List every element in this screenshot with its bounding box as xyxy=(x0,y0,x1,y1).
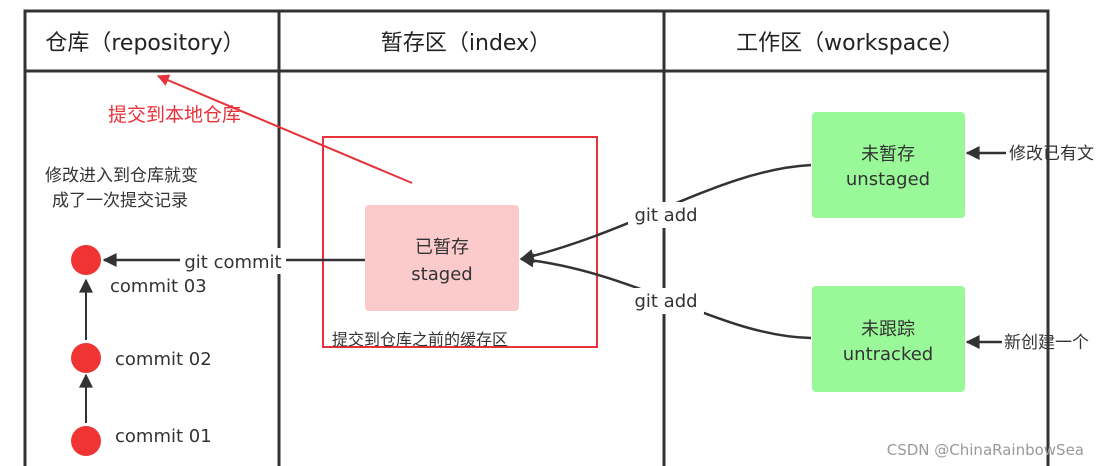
repo-note-line1: 修改进入到仓库就变 xyxy=(45,166,198,186)
commit-label-03: commit 03 xyxy=(110,276,207,297)
untracked-label-zh: 未跟踪 xyxy=(861,319,915,340)
table-outline xyxy=(23,9,1050,466)
index-note: 提交到仓库之前的缓存区 xyxy=(332,330,508,349)
workspace-column-header: 工作区（workspace） xyxy=(736,31,964,56)
create-new-label: 新创建一个 xyxy=(1004,333,1089,353)
git-commit-label-bg xyxy=(180,248,286,274)
git-commit-label: git commit xyxy=(184,252,281,273)
git-add-1-label-bg xyxy=(628,202,704,228)
git-add-2-label-bg xyxy=(628,288,704,314)
staged-box xyxy=(365,205,519,311)
commit-label-02: commit 02 xyxy=(115,349,212,370)
untracked-box xyxy=(812,286,965,392)
unstaged-box xyxy=(812,112,965,218)
unstaged-label-zh: 未暂存 xyxy=(861,144,915,165)
index-column-header: 暂存区（index） xyxy=(381,31,551,56)
commit-to-repo-arrow xyxy=(156,74,413,184)
repo-note-line2: 成了一次提交记录 xyxy=(52,191,188,211)
untracked-label-en: untracked xyxy=(843,344,933,365)
commit-node-01 xyxy=(71,426,101,456)
table-grid xyxy=(23,9,1050,466)
unstaged-label-en: unstaged xyxy=(846,169,930,190)
commit-to-repo-label: 提交到本地仓库 xyxy=(108,104,241,126)
staged-label-zh: 已暂存 xyxy=(415,237,469,258)
staged-label-en: staged xyxy=(411,264,472,285)
git-add-label-2: git add xyxy=(634,291,697,312)
commit-node-02 xyxy=(71,343,101,373)
index-highlight-frame xyxy=(322,136,598,348)
git-add-label-1: git add xyxy=(634,205,697,226)
modify-existing-label: 修改已有文 xyxy=(1009,144,1094,164)
watermark: CSDN @ChinaRainbowSea xyxy=(887,441,1084,459)
commit-label-01: commit 01 xyxy=(115,426,212,447)
commit-node-03 xyxy=(71,245,101,275)
repository-column-header: 仓库（repository） xyxy=(45,31,244,56)
